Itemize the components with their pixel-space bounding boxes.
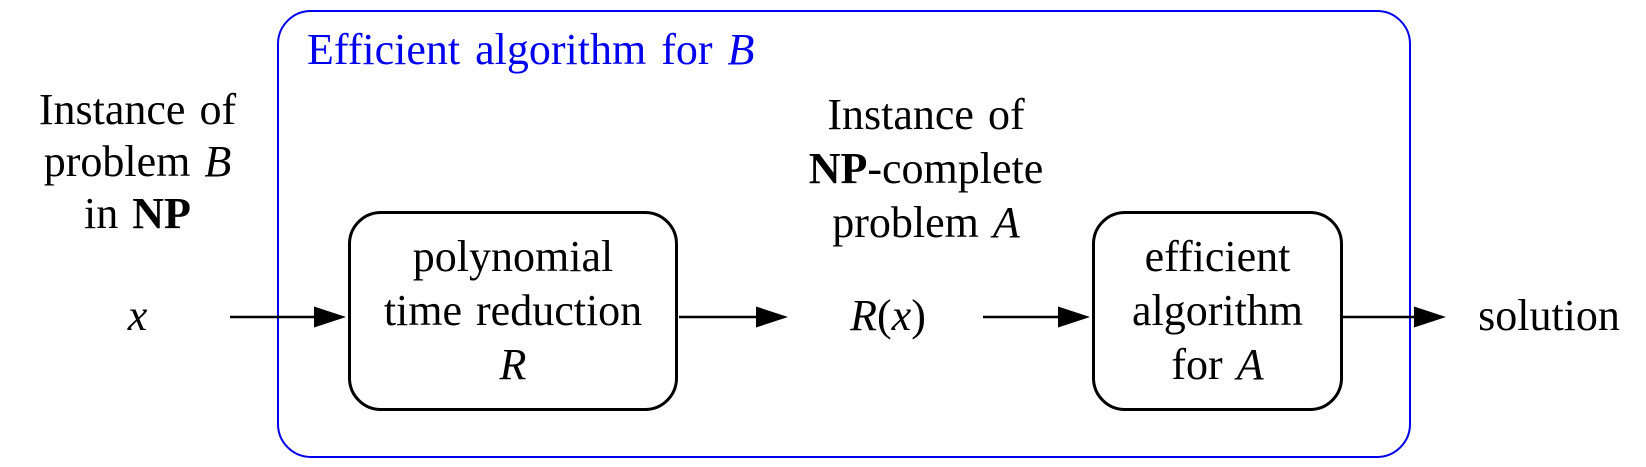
efficient-algorithm-for-A-box: efficient algorithm for A (1092, 211, 1343, 411)
intermediate-line3: problem A (832, 198, 1020, 247)
var-A: A (992, 198, 1020, 247)
input-value-x: x (127, 291, 148, 340)
efficient-algorithm-outer-box (277, 10, 1411, 458)
algorithm-box-line1: efficient (1144, 232, 1291, 281)
input-instance-line1: Instance of (38, 85, 237, 134)
output-value-solution: solution (1478, 291, 1620, 340)
input-instance-line2: problem B (43, 137, 232, 186)
outer-box-title: Efficient algorithm for B (307, 26, 754, 74)
outer-box-title-text: Efficient algorithm for (307, 25, 728, 74)
np-bold: NP (132, 189, 191, 238)
arrow-head (1414, 306, 1446, 328)
polynomial-time-reduction-box: polynomial time reduction R (348, 211, 678, 411)
reduction-box-var-R: R (499, 340, 527, 389)
algorithm-box-line3: for A (1171, 340, 1264, 389)
var-A-box: A (1236, 340, 1264, 389)
intermediate-value-rx: R(x) (850, 291, 926, 340)
reduction-box-line1: polynomial (412, 232, 614, 281)
intermediate-line2: NP-complete (808, 144, 1044, 193)
intermediate-line1: Instance of (827, 90, 1025, 139)
reduction-box-line2: time reduction (383, 286, 643, 335)
outer-box-title-var-B: B (727, 25, 755, 74)
input-instance-label: Instance of problem B in NP (5, 84, 270, 240)
intermediate-instance-label: Instance of NP-complete problem A (770, 88, 1082, 250)
var-B: B (204, 137, 232, 186)
np-complete-bold: NP (808, 144, 868, 193)
algorithm-box-line2: algorithm (1131, 286, 1304, 335)
input-instance-line3: in NP (84, 189, 191, 238)
